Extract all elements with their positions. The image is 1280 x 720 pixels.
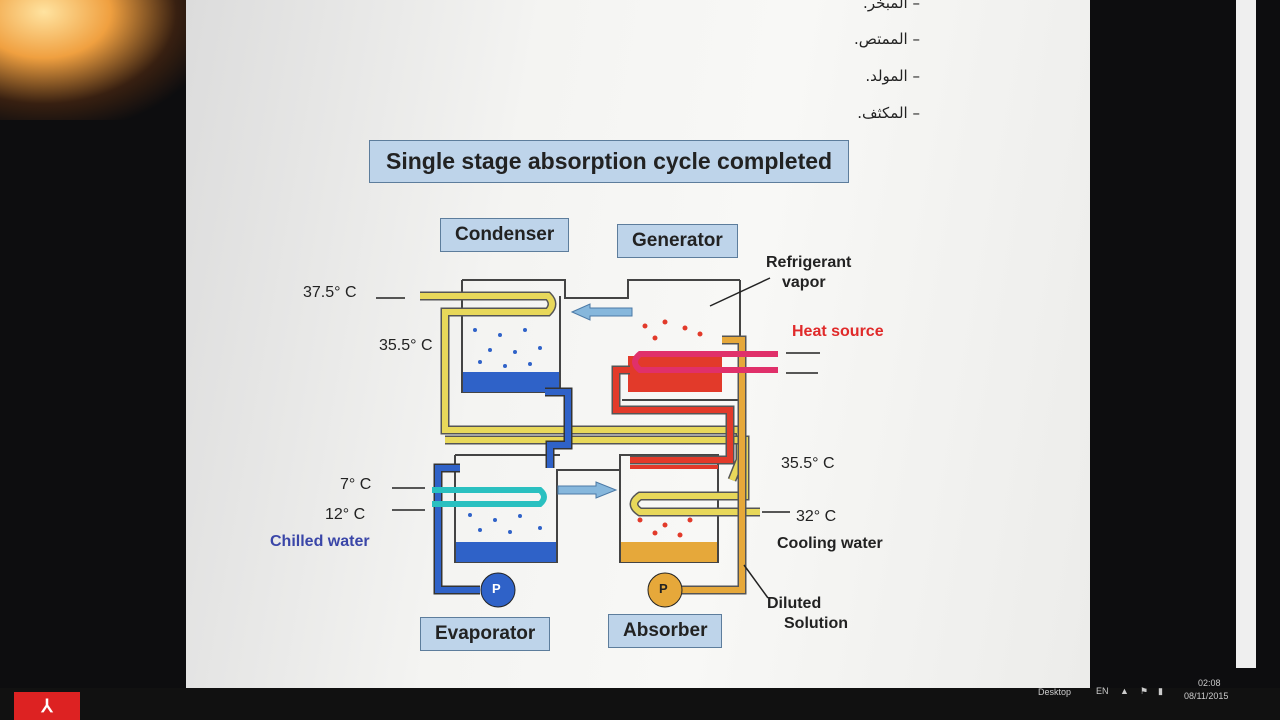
cooling-water-label: Cooling water (777, 535, 883, 552)
refrigerant-vapor-label: Refrigerant (766, 254, 852, 271)
evaporator-pump-label: P (492, 581, 501, 596)
absorber-label: Absorber (608, 614, 723, 648)
chilled-water-label: Chilled water (270, 533, 370, 550)
refrigerant-vapor-label-2: vapor (782, 274, 826, 291)
temp-chilled-in: 12° C (325, 506, 366, 523)
clock-time[interactable]: 02:08 (1198, 678, 1221, 688)
scrollbar[interactable] (1236, 0, 1256, 668)
absorber-pump-label: P (659, 581, 668, 596)
arabic-list-item: – الممتص. (853, 30, 920, 48)
temp-chilled-out: 7° C (340, 476, 372, 493)
camera-glare (0, 0, 200, 120)
pdf-reader-icon[interactable]: ⅄ (14, 692, 80, 720)
desktop-toolbar[interactable]: Desktop (1038, 687, 1072, 697)
network-icon[interactable]: ▮ (1158, 686, 1163, 696)
temp-condenser-out: 37.5° C (303, 284, 357, 301)
evaporator-liquid (456, 542, 556, 562)
generator-label: Generator (617, 224, 738, 258)
clock-date[interactable]: 08/11/2015 (1184, 691, 1229, 701)
slide-title: Single stage absorption cycle completed (369, 140, 850, 183)
heat-source-label: Heat source (792, 323, 884, 340)
language-indicator[interactable]: EN (1096, 686, 1109, 696)
condenser-label: Condenser (440, 218, 570, 252)
temp-cooling-in: 32° C (796, 508, 837, 525)
generator-solution (628, 356, 722, 392)
document-page (186, 0, 1090, 690)
evaporator-pump (480, 572, 516, 608)
absorber-liquid (621, 542, 717, 562)
diluted-solution-label-2: Solution (784, 615, 848, 632)
flag-icon[interactable]: ⚑ (1140, 686, 1149, 696)
absorber-pump (647, 572, 683, 608)
temp-absorber-out: 35.5° C (781, 455, 835, 472)
evaporator-label: Evaporator (420, 617, 551, 651)
arabic-list-item: – المولد. (865, 67, 920, 85)
temp-condenser-in: 35.5° C (379, 337, 433, 354)
arabic-list-item: – المبخر. (863, 0, 920, 12)
condenser-liquid (463, 372, 559, 392)
tray-chevron-icon[interactable]: ▲ (1120, 686, 1129, 696)
diluted-solution-label: Diluted (767, 595, 822, 612)
arabic-list-item: – المكثف. (857, 104, 920, 122)
taskbar (0, 688, 1280, 720)
